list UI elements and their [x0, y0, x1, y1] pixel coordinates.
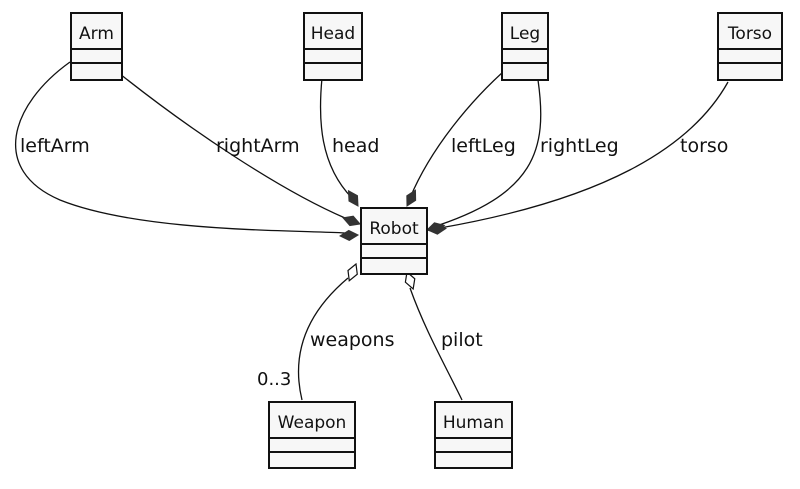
aggregation-diamond-pilot [404, 270, 416, 291]
class-name-head: Head [311, 24, 355, 44]
edge-left-leg [409, 63, 513, 199]
edge-label-left-leg: leftLeg [451, 135, 516, 157]
class-weapon: Weapon [268, 401, 356, 469]
edge-label-pilot: pilot [441, 329, 483, 351]
edge-head [319, 77, 353, 199]
edge-right-arm [114, 69, 346, 219]
composition-diamond-left-arm [338, 229, 360, 242]
class-name-human: Human [443, 413, 504, 433]
edge-weapons [297, 277, 349, 401]
class-arm: Arm [70, 12, 123, 81]
class-robot: Robot [360, 207, 428, 275]
class-human: Human [434, 401, 513, 469]
class-name-leg: Leg [510, 24, 540, 44]
aggregation-diamond-weapons [347, 262, 358, 282]
edge-torso [439, 81, 729, 229]
edge-label-torso: torso [680, 135, 728, 157]
class-name-torso: Torso [727, 24, 772, 44]
class-torso: Torso [717, 12, 783, 81]
composition-diamond-torso [426, 223, 447, 235]
edge-label-right-leg: rightLeg [540, 135, 619, 157]
class-name-weapon: Weapon [278, 413, 347, 433]
edge-pilot [409, 287, 463, 401]
class-leg: Leg [501, 12, 549, 81]
class-name-robot: Robot [369, 219, 419, 239]
class-name-arm: Arm [79, 24, 114, 44]
class-head: Head [303, 12, 363, 81]
edge-label-right-arm: rightArm [216, 135, 300, 157]
multiplicity-label-weapons: 0..3 [257, 369, 291, 390]
edge-label-head: head [332, 135, 379, 157]
edge-label-left-arm: leftArm [20, 135, 90, 157]
edge-left-arm [15, 61, 346, 234]
composition-diamond-head [347, 189, 359, 207]
edge-right-leg [429, 79, 542, 229]
composition-diamond-right-arm [342, 215, 361, 227]
edge-label-weapons: weapons [310, 329, 395, 351]
composition-diamond-left-leg [406, 189, 417, 207]
